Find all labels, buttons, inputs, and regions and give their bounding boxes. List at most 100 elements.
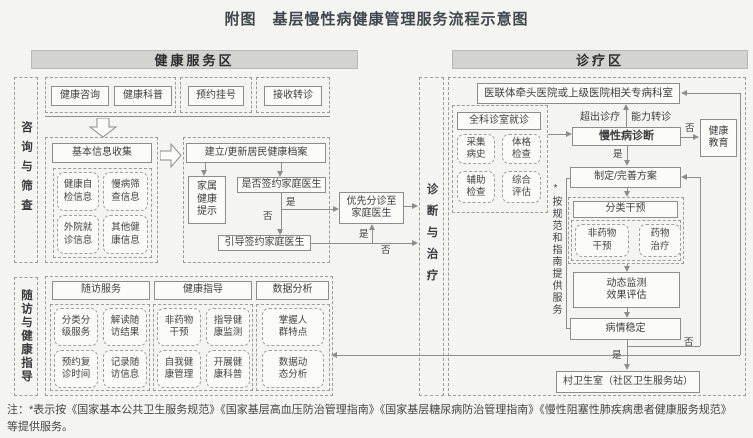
- group-guidance-items: [153, 304, 253, 391]
- box-classified-service: 分类分 级服务: [54, 308, 98, 346]
- connector-line: [700, 177, 701, 346]
- group-analysis-items: [256, 304, 330, 391]
- box-info-collection-title: 基本信息收集: [52, 143, 152, 163]
- arrowhead: [681, 173, 687, 180]
- box-self-check-info: 健康自 检信息: [57, 172, 99, 211]
- arrowhead: [201, 170, 207, 176]
- box-book-revisit: 预约复 诊时间: [54, 350, 98, 388]
- box-health-consult: 健康咨询: [51, 86, 109, 106]
- connector-line: [626, 107, 627, 127]
- box-archive-title: 建立/更新居民健康档案: [186, 143, 326, 163]
- arrowhead: [681, 89, 687, 96]
- box-nondrug-treat: 非药物 干预: [575, 224, 629, 257]
- box-priority-triage: 优先分诊至 家庭医生: [339, 192, 404, 224]
- label-no: 否: [263, 211, 273, 222]
- arrowhead: [566, 130, 572, 137]
- arrowhead: [412, 202, 418, 209]
- group-archive: [183, 137, 330, 263]
- connector-line: [281, 163, 282, 173]
- arrowhead: [333, 205, 339, 212]
- bracket-line: [566, 178, 567, 329]
- box-followup-title: 随访服务: [52, 281, 150, 300]
- bracket-line: [566, 328, 571, 329]
- box-nondrug-intervention: 非药物 干预: [157, 308, 201, 346]
- box-family-tip: 家属 健康 提示: [188, 176, 226, 224]
- connector-line: [687, 93, 740, 94]
- box-health-education-exit: 健康 教育: [700, 119, 737, 157]
- block-arrow-right-icon: [160, 143, 182, 168]
- box-other-health-info: 其他健 康信息: [103, 215, 148, 254]
- arrowhead: [623, 160, 630, 166]
- arrowhead: [623, 266, 630, 272]
- box-physical-exam: 体格 检查: [502, 134, 541, 164]
- group-receive-referral: [256, 77, 330, 113]
- box-sign-family-doctor: 是否签约家庭医生: [237, 177, 326, 193]
- arrowhead: [277, 171, 283, 177]
- zone-bar-health-service: 健康服务区: [31, 50, 358, 69]
- arrowhead: [623, 312, 630, 318]
- box-alliance-hospital: 医联体牵头医院或上级医院相关专病科室: [477, 83, 680, 104]
- box-dynamic-monitor: 动态监测 效果评估: [573, 272, 680, 308]
- box-make-plan: 制定/完善方案: [570, 167, 681, 188]
- connector-line: [372, 227, 373, 243]
- box-guide-monitoring: 指导健 康监测: [206, 308, 250, 346]
- connector-line: [627, 188, 628, 193]
- label-beyond-capacity-left: 超出诊疗: [580, 112, 620, 123]
- connector-line: [205, 163, 206, 172]
- connector-line: [686, 177, 700, 178]
- box-self-management: 自我健 康管理: [157, 350, 201, 388]
- label-yes: 是: [359, 229, 369, 240]
- connector-line: [627, 146, 628, 162]
- group-consult-education: [45, 77, 176, 113]
- connector-line: [311, 243, 413, 244]
- separator-line: [45, 116, 330, 117]
- group-clinic-zone: [448, 77, 746, 396]
- box-collect-history: 采集 病史: [457, 134, 495, 164]
- box-comprehensive-eval: 综合 评估: [502, 171, 541, 203]
- box-dynamic-analysis: 数据动 态分析: [262, 350, 324, 388]
- connector-line: [281, 209, 334, 210]
- zone-bar-clinic: 诊疗区: [452, 50, 748, 69]
- connector-line: [627, 346, 700, 347]
- box-health-popularization: 开展健 康科普: [206, 350, 250, 388]
- arrowhead: [623, 364, 630, 370]
- group-gp-room: [452, 105, 548, 213]
- box-appointment: 预约挂号: [188, 86, 244, 106]
- connector-line: [548, 134, 568, 135]
- group-intervention: [568, 197, 684, 264]
- box-population-traits: 掌握人 群特点: [262, 308, 324, 346]
- label-no: 否: [381, 245, 391, 256]
- stage-label-diagnose-treat: 诊断与治疗: [419, 77, 444, 396]
- box-screening-info: 慢病筛 查信息: [103, 172, 148, 211]
- connector-line: [627, 308, 628, 313]
- arrowhead: [623, 191, 630, 197]
- box-drug-treat: 药物 治疗: [639, 224, 681, 257]
- figure-title: 附图 基层慢性病健康管理服务流程示意图: [224, 11, 529, 28]
- group-followup-section: [45, 276, 333, 396]
- stage-label-consult-screening: 咨询与筛查: [14, 77, 38, 263]
- group-followup-items: [50, 304, 150, 391]
- label-no: 否: [684, 337, 694, 348]
- box-intervention-title: 分类干预: [573, 201, 678, 218]
- box-auxiliary-exam: 辅助 检查: [457, 171, 495, 203]
- connector-line: [281, 193, 282, 233]
- box-interpret-results: 解读随 访结果: [103, 308, 147, 346]
- connector-line: [337, 355, 740, 356]
- label-beyond-capacity-right: 能力转诊: [631, 112, 671, 123]
- connector-line: [740, 93, 741, 355]
- box-guide-sign: 引导签约家庭医生: [218, 235, 311, 251]
- arrowhead: [412, 239, 418, 246]
- connector-line: [681, 137, 695, 138]
- arrowhead: [368, 224, 375, 230]
- label-yes: 是: [613, 149, 623, 160]
- group-info-collection: [45, 137, 158, 263]
- box-gp-room-title: 全科诊室就诊: [457, 112, 541, 130]
- label-no: 否: [685, 123, 695, 134]
- arrowhead: [277, 229, 283, 235]
- label-yes: 是: [286, 197, 296, 208]
- box-guidance-title: 健康指导: [154, 281, 252, 300]
- box-external-visit-info: 外院就 诊信息: [57, 215, 99, 254]
- box-village-clinic: 村卫生室（社区卫生服务站）: [556, 371, 700, 393]
- bracket-line: [566, 178, 571, 179]
